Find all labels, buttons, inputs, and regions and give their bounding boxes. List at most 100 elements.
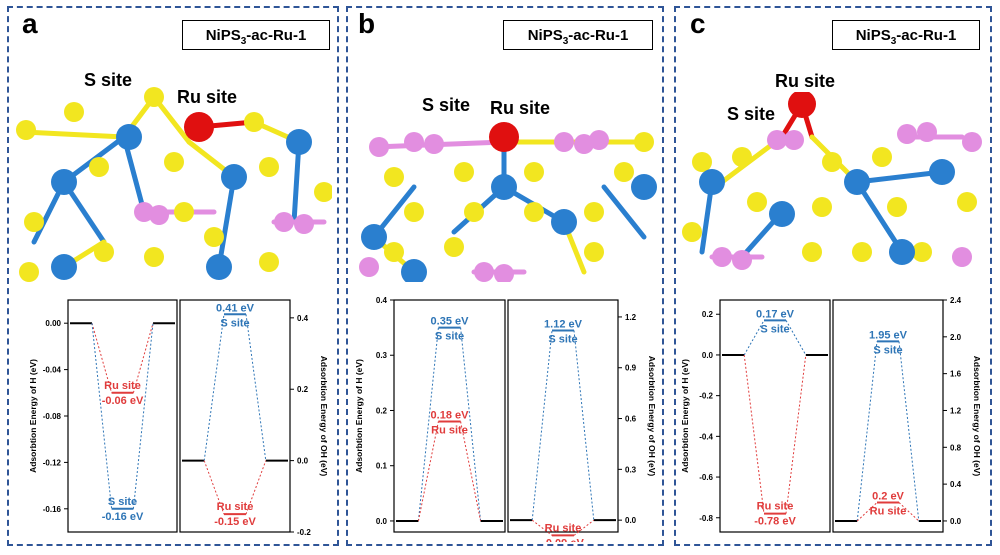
oh-axis-tick-label: 0.2 [297,385,309,394]
panel-c-structure [682,92,982,270]
h-s-connector [460,327,482,522]
title-main: NiPS [527,27,563,44]
h-s-value-label: -0.16 eV [102,511,144,523]
panel-c-s-site-label: S site [727,104,776,124]
h-axis-tick-label: 0.3 [376,351,388,360]
h-axis-label: Adsorbtion Energy of H (eV) [680,359,690,473]
oh-axis-label: Adsorbtion Energy of OH (eV) [972,356,982,477]
oh-ru-value-label: -0.09 eV [542,537,584,542]
oh-s-site-label: S site [220,317,249,329]
panel-b-structure [359,122,657,282]
panel-b-title: NiPS3-ac-Ru-1 [503,20,653,50]
h-axis-tick-label: -0.6 [699,473,713,482]
h-s-connector [132,323,154,509]
oh-ru-connector [898,502,920,522]
panel-b-s-site-label: S site [422,95,471,115]
oh-axis-tick-label: 0.3 [625,465,637,474]
h-ru-connector [417,421,439,522]
oh-axis-label: Adsorbtion Energy of OH (eV) [319,356,329,477]
oh-ru-connector [573,519,595,536]
panel-b-energy-chart: 0.4 0.3 0.2 0.1 0.0 1.2 0.9 0.6 0.3 0.0 Adsorbtion… [354,296,657,542]
h-s-connector [743,320,765,356]
oh-s-site-label: S site [548,333,577,345]
oh-ru-site-label: Ru site [217,501,254,513]
oh-axis-tick-label: 0.6 [625,415,637,424]
oh-ru-value-label: 0.2 eV [872,491,904,503]
oh-axis-tick-label: 2.0 [950,333,962,342]
oh-axis-tick-label: 0.0 [297,457,309,466]
title-subscript: 3 [240,36,247,47]
oh-s-value-label: 1.12 eV [544,318,583,330]
h-ru-site-label: Ru site [431,425,468,437]
oh-plot-frame [179,299,291,533]
h-axis-tick-label: 0.2 [376,406,388,415]
oh-axis-tick-label: 1.2 [625,313,637,322]
panel-c-energy-chart: 0.20.0-0.2-0.4-0.6-0.82.42.01.61.20.80.4… [680,296,982,533]
oh-ru-site-label: Ru site [870,506,907,518]
h-axis-tick-label: 0.2 [702,310,714,319]
oh-s-site-label: S site [873,344,902,356]
oh-axis-tick-label: 0.8 [950,443,962,452]
h-ru-connector [132,323,154,393]
h-axis-tick-label: 0.4 [376,296,388,305]
h-ru-connector [91,323,113,393]
h-ru-value-label: -0.06 eV [102,395,144,407]
oh-axis-tick-label: 0.0 [625,516,637,525]
panel-a-letter: a [22,8,38,39]
panel-a-s-site-label: S site [84,70,133,90]
title-suffix: -ac-Ru-1 [246,27,307,44]
oh-ru-connector [203,460,225,515]
oh-s-connector [245,314,267,461]
h-axis-label: Adsorbtion Energy of H (eV) [28,359,38,473]
panel-b-letter: b [358,8,376,39]
h-s-site-label: S site [760,323,789,335]
panel-a-frame [7,6,339,546]
oh-axis-tick-label: 2.4 [950,296,962,305]
oh-axis-tick-label: 0.4 [297,314,309,323]
h-axis-tick-label: 0.0 [702,351,714,360]
h-ru-connector [785,354,807,514]
oh-axis-tick-label: 0.0 [950,517,962,526]
oh-ru-connector [531,519,553,536]
title-suffix: -ac-Ru-1 [896,27,957,44]
h-ru-site-label: Ru site [104,380,141,392]
oh-ru-site-label: Ru site [545,522,582,534]
oh-plot-frame [832,299,944,533]
h-axis-tick-label: -0.8 [699,514,713,523]
h-axis-tick-label: 0.0 [376,517,388,526]
h-s-site-label: S site [435,331,464,343]
h-axis-tick-label: -0.2 [699,392,713,401]
h-ru-connector [460,421,482,522]
oh-s-connector [531,330,553,521]
oh-axis-label: Adsorbtion Energy of OH (eV) [647,356,657,477]
h-s-value-label: 0.35 eV [431,316,470,328]
panel-c-ru-site-label: Ru site [775,71,836,91]
panel-c-frame [674,6,992,546]
title-subscript: 3 [890,36,897,47]
title-suffix: -ac-Ru-1 [568,27,629,44]
panel-a-structure [16,87,332,282]
h-s-site-label: S site [108,496,137,508]
oh-axis-tick-label: 0.4 [950,480,962,489]
h-plot-frame [393,299,506,533]
h-axis-tick-label: -0.16 [43,505,62,514]
oh-ru-connector [245,460,267,515]
oh-ru-connector [856,502,878,522]
h-s-connector [91,323,113,509]
oh-axis-tick-label: 1.2 [950,406,962,415]
h-axis-tick-label: -0.12 [43,458,62,467]
panel-a-ru-site-label: Ru site [177,87,238,107]
h-s-connector [417,327,439,522]
oh-axis-tick-label: 0.9 [625,364,637,373]
h-plot-frame [719,299,831,533]
title-main: NiPS [855,27,891,44]
h-axis-label: Adsorbtion Energy of H (eV) [354,359,364,473]
oh-plot-frame [507,299,619,533]
h-ru-connector [743,354,765,514]
oh-s-connector [203,314,225,461]
panel-c-title: NiPS3-ac-Ru-1 [832,20,980,50]
h-ru-site-label: Ru site [757,501,794,513]
h-ru-value-label: 0.18 eV [431,410,470,422]
oh-s-connector [573,330,595,521]
h-axis-tick-label: 0.1 [376,462,388,471]
